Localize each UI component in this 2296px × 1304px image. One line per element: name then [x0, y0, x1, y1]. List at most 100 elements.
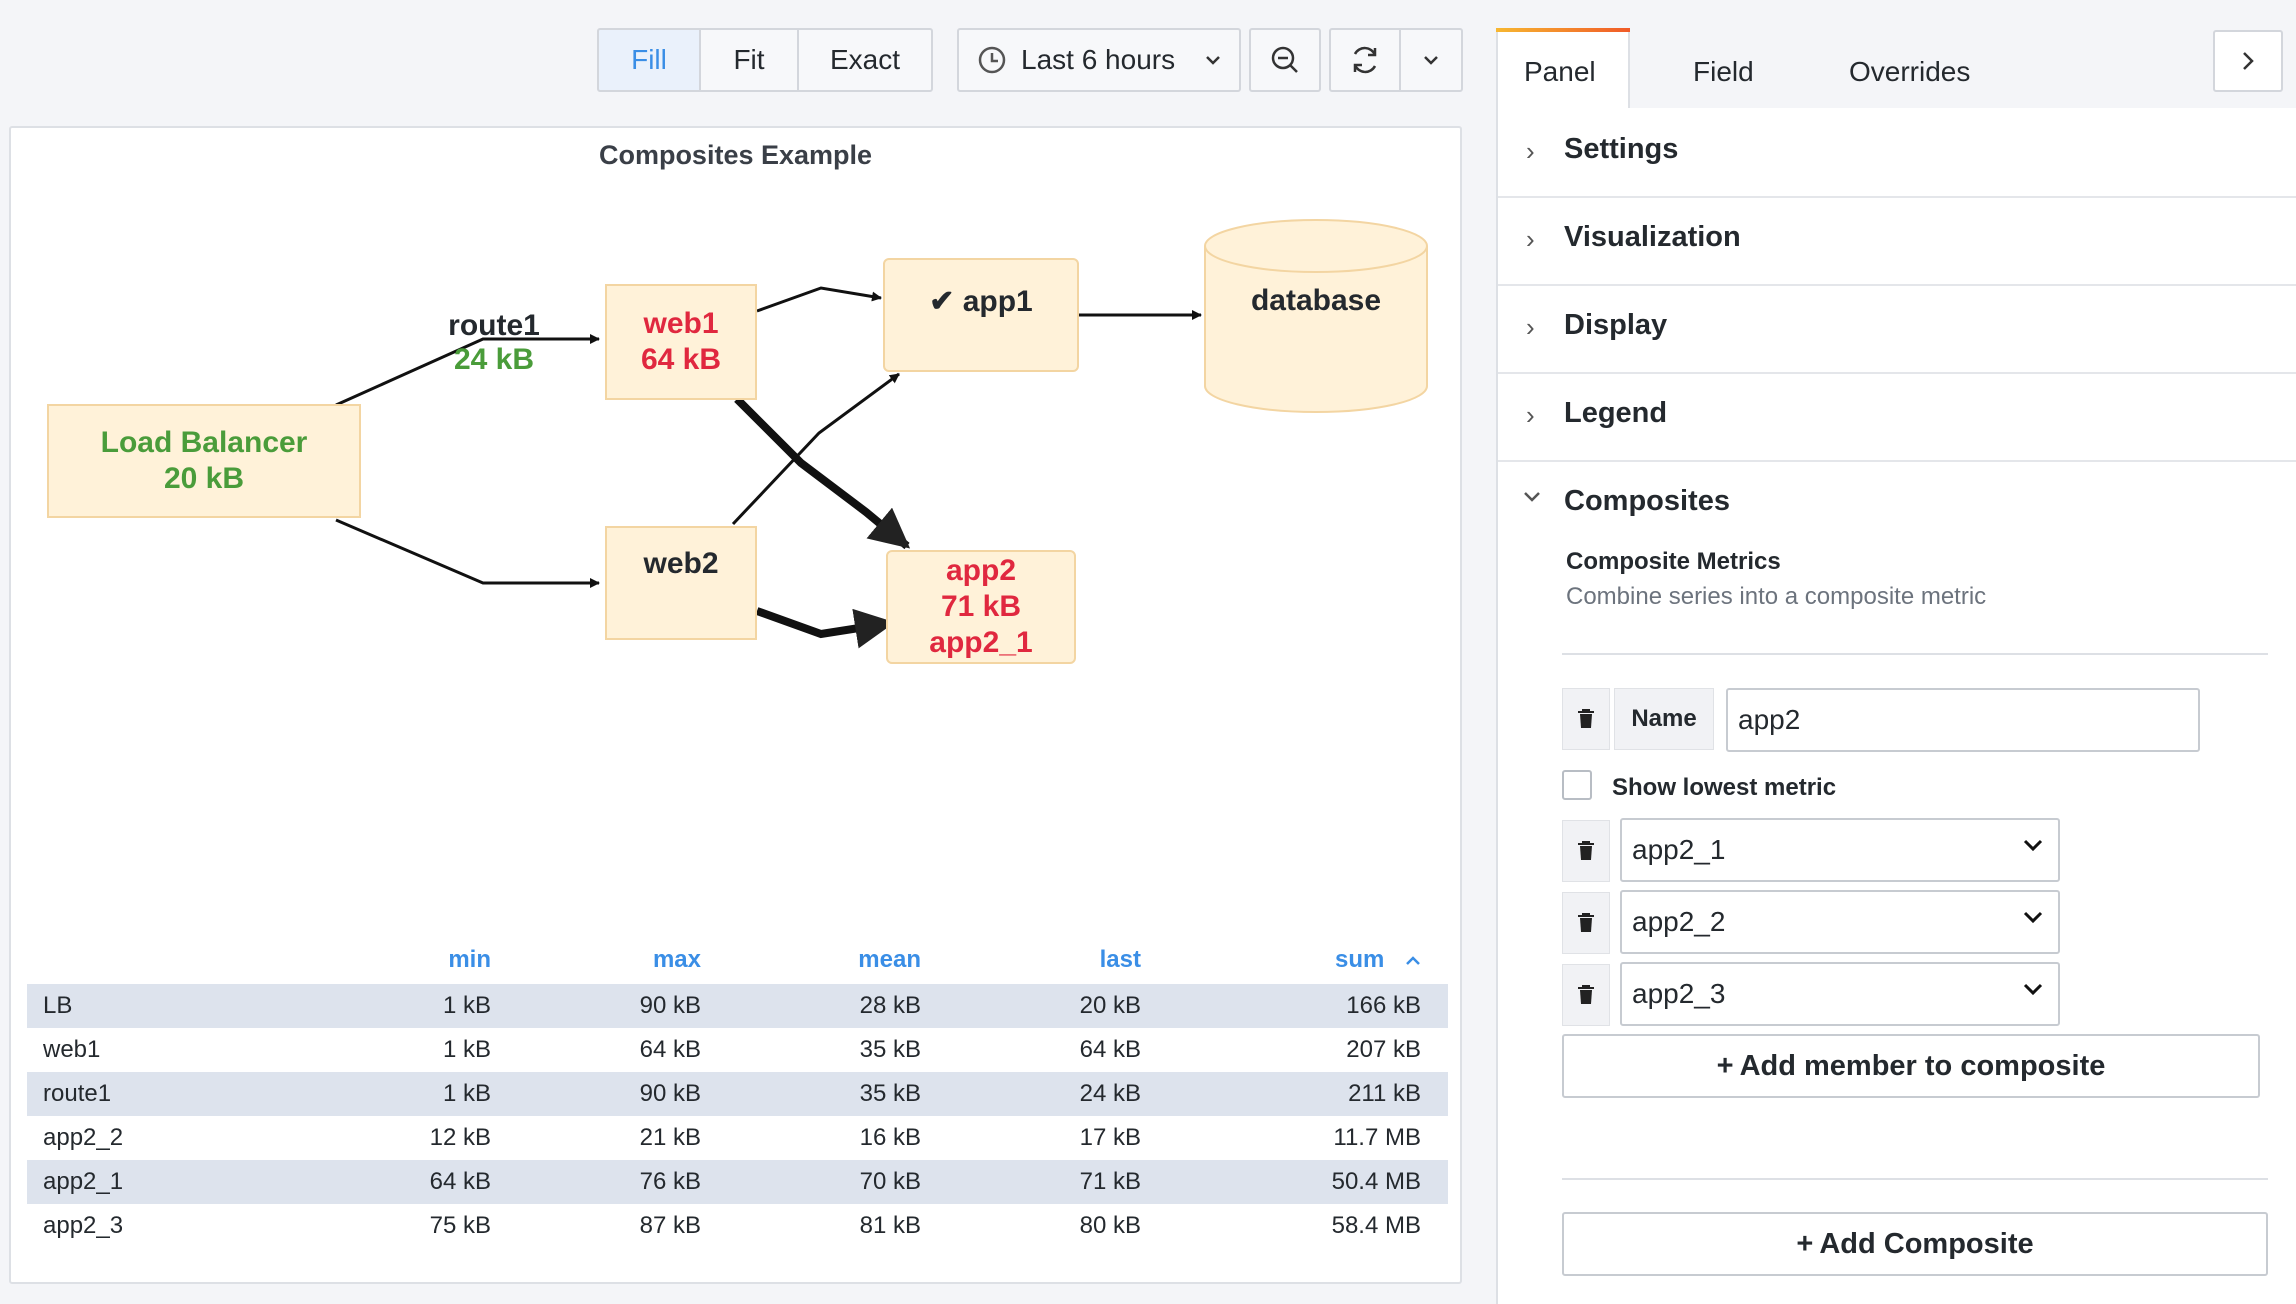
app1-label: ✔ app1 [929, 284, 1033, 320]
col-last-header[interactable]: last [1099, 946, 1141, 973]
database-name: database [1250, 284, 1382, 317]
delete-composite-button[interactable] [1562, 688, 1610, 750]
member-select[interactable]: app2_2 [1620, 890, 2060, 954]
tab-panel-label: Panel [1524, 56, 1596, 87]
col-max-header[interactable]: max [652, 946, 701, 973]
section-settings[interactable]: › Settings [1498, 108, 2296, 198]
fill-button[interactable]: Fill [597, 28, 701, 92]
cell-max: 90 kB [639, 992, 701, 1019]
member-select-value: app2_3 [1632, 978, 1726, 1009]
tab-field[interactable]: Field [1693, 56, 1754, 87]
tab-overrides[interactable]: Overrides [1849, 56, 1971, 87]
zoom-out-button[interactable] [1249, 28, 1321, 92]
flowchart-panel: Composites Example route1 24 kB Load Bal… [9, 126, 1462, 1284]
cell-last: 24 kB [1079, 1080, 1141, 1107]
composite-metrics-title: Composite Metrics [1566, 548, 1781, 575]
divider [1562, 1178, 2268, 1180]
cell-mean: 28 kB [859, 992, 921, 1019]
composite-metrics-description: Combine series into a composite metric [1566, 583, 1987, 610]
plus-icon: + [1716, 1049, 1734, 1082]
app2-value: 71 kB [940, 590, 1022, 623]
delete-member-button[interactable] [1562, 964, 1610, 1026]
member-select-value: app2_2 [1632, 906, 1726, 937]
section-display[interactable]: › Display [1498, 284, 2296, 374]
chevron-down-icon [2023, 839, 2043, 852]
node-web2[interactable]: web2 [605, 526, 757, 640]
node-load-balancer[interactable]: Load Balancer 20 kB [47, 404, 361, 518]
section-visualization-label: Visualization [1564, 221, 1741, 253]
app1-name: app1 [962, 285, 1033, 318]
section-settings-label: Settings [1564, 133, 1679, 165]
chevron-down-icon [1421, 50, 1441, 70]
node-web1[interactable]: web1 64 kB [605, 284, 757, 400]
node-app1[interactable]: ✔ app1 [883, 258, 1079, 372]
cell-min: 64 kB [429, 1168, 491, 1195]
series-name[interactable]: route1 [43, 1080, 112, 1107]
cell-min: 12 kB [429, 1124, 491, 1151]
trash-icon [1578, 985, 1594, 1004]
series-name[interactable]: web1 [43, 1036, 101, 1063]
exact-button[interactable]: Exact [797, 28, 933, 92]
cell-mean: 35 kB [859, 1036, 921, 1063]
refresh-interval-dropdown[interactable] [1399, 28, 1463, 92]
name-label: Name [1614, 688, 1714, 750]
active-tab-indicator [1496, 28, 1630, 32]
edge-web1-app2 [734, 396, 911, 550]
app2-member: app2_1 [929, 626, 1033, 659]
refresh-icon [1348, 43, 1382, 77]
collapse-pane-button[interactable] [2213, 30, 2283, 92]
tab-panel[interactable]: Panel [1496, 28, 1630, 110]
delete-member-button[interactable] [1562, 820, 1610, 882]
section-legend[interactable]: › Legend [1498, 372, 2296, 462]
add-composite-button[interactable]: + Add Composite [1562, 1212, 2268, 1276]
route1-label: route1 24 kB [429, 309, 559, 377]
refresh-button[interactable] [1329, 28, 1401, 92]
cell-max: 76 kB [639, 1168, 701, 1195]
series-name[interactable]: app2_2 [43, 1124, 124, 1151]
chevron-down-icon [2023, 983, 2043, 996]
cell-last: 20 kB [1079, 992, 1141, 1019]
composite-name-value: app2 [1738, 704, 1801, 735]
series-name[interactable]: app2_3 [43, 1212, 124, 1239]
series-name[interactable]: app2_1 [43, 1168, 124, 1195]
show-lowest-checkbox[interactable] [1562, 770, 1592, 800]
section-legend-label: Legend [1564, 397, 1668, 429]
section-visualization[interactable]: › Visualization [1498, 196, 2296, 286]
cell-mean: 81 kB [859, 1212, 921, 1239]
cell-min: 1 kB [442, 1036, 491, 1063]
trash-icon [1578, 841, 1594, 860]
fit-button[interactable]: Fit [699, 28, 799, 92]
chevron-right-icon [2239, 50, 2257, 72]
cell-min: 75 kB [429, 1212, 491, 1239]
member-select[interactable]: app2_1 [1620, 818, 2060, 882]
flow-edges [335, 286, 1202, 649]
edge-lb-web2 [335, 518, 600, 588]
check-icon: ✔ [929, 285, 955, 318]
database-shape [1204, 219, 1428, 413]
col-mean-header[interactable]: mean [858, 946, 921, 973]
cell-sum: 50.4 MB [1331, 1168, 1421, 1195]
chevron-right-icon: › [1526, 400, 1535, 430]
divider [1562, 653, 2268, 655]
chevron-right-icon: › [1526, 224, 1535, 254]
cell-max: 21 kB [639, 1124, 701, 1151]
member-select[interactable]: app2_3 [1620, 962, 2060, 1026]
col-min-header[interactable]: min [448, 946, 491, 973]
node-app2[interactable]: app2 71 kB app2_1 [886, 550, 1076, 664]
route1-value: 24 kB [453, 343, 535, 376]
edge-web1-app1 [756, 286, 882, 313]
delete-member-button[interactable] [1562, 892, 1610, 954]
col-sum-header[interactable]: sum [1261, 946, 1421, 974]
cell-sum: 207 kB [1346, 1036, 1421, 1063]
time-range-label: Last 6 hours [1021, 44, 1176, 75]
add-member-button[interactable]: + Add member to composite [1562, 1034, 2260, 1098]
section-composites-header[interactable]: Composites [1498, 460, 2296, 540]
trash-icon [1578, 913, 1594, 932]
composite-name-input[interactable]: app2 [1726, 688, 2200, 752]
series-name[interactable]: LB [43, 992, 73, 1019]
time-range-picker[interactable]: Last 6 hours [957, 28, 1241, 92]
node-database[interactable]: database [1203, 218, 1429, 414]
